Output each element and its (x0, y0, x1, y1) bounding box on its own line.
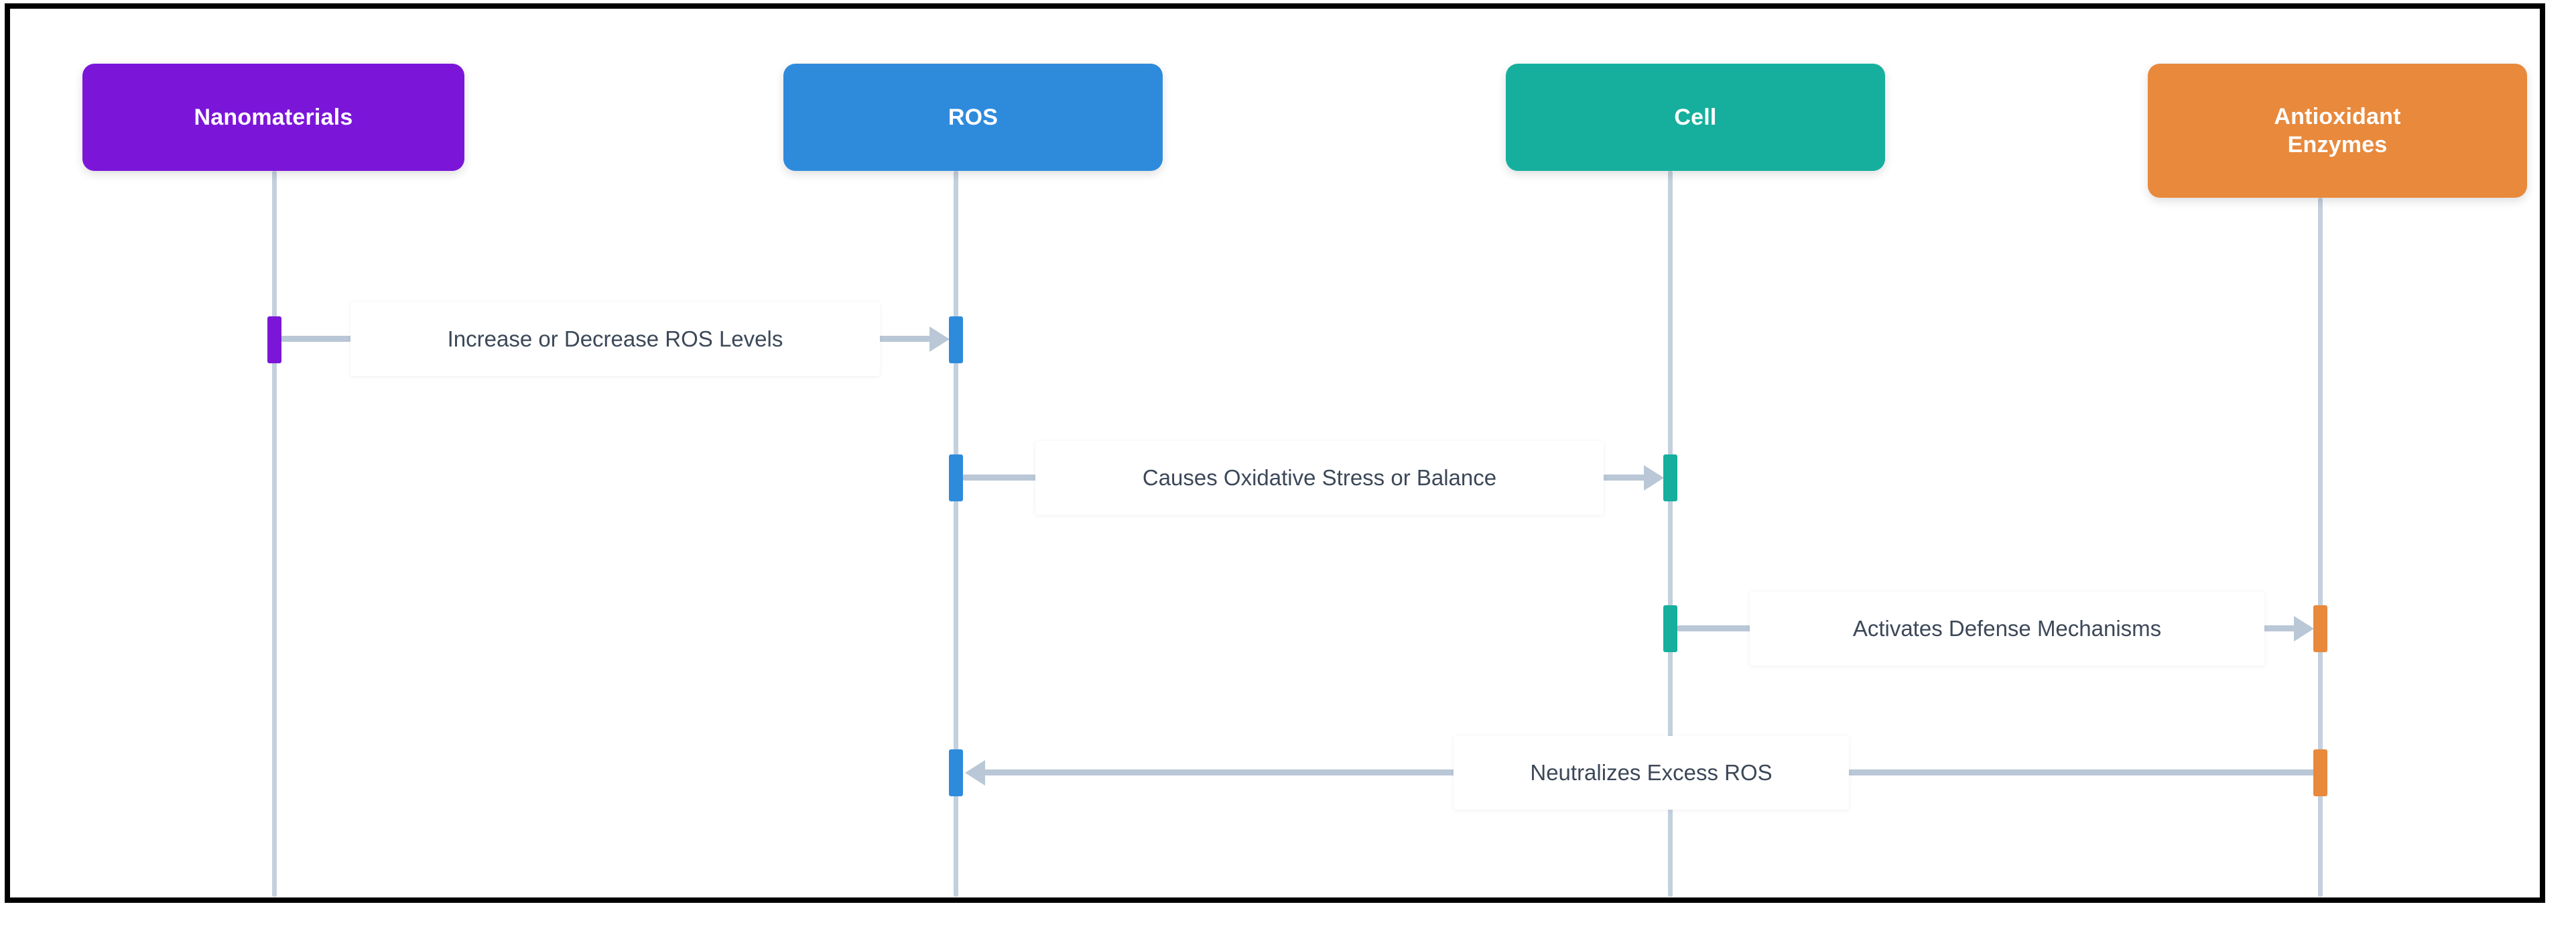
activation-bar-antioxidant-enzymes-1 (2313, 605, 2327, 652)
participant-cell[interactable]: Cell (1506, 64, 1885, 171)
message-label-text-3: Activates Defense Mechanisms (1852, 616, 2162, 641)
message-label-2[interactable]: Causes Oxidative Stress or Balance (1035, 441, 1604, 515)
activation-bar-nanomaterials-1 (267, 316, 281, 363)
message-label-text-1: Increase or Decrease ROS Levels (447, 326, 783, 351)
arrow-head-right-icon-1 (929, 326, 950, 352)
participant-label-antioxidant-enzymes-line2: Enzymes (2287, 132, 2388, 158)
participant-label-nanomaterials: Nanomaterials (194, 104, 353, 130)
activation-bar-antioxidant-enzymes-2 (2313, 749, 2327, 796)
message-label-text-2: Causes Oxidative Stress or Balance (1142, 465, 1497, 490)
participant-label-cell: Cell (1674, 104, 1717, 130)
participant-label-ros: ROS (948, 104, 999, 130)
arrow-head-right-icon-3 (2294, 616, 2314, 641)
activation-bar-ros-3 (949, 749, 963, 796)
participant-label-antioxidant-enzymes-line1: Antioxidant (2274, 103, 2401, 129)
arrow-head-left-icon-4 (965, 760, 985, 786)
arrow-head-right-icon-2 (1644, 465, 1664, 491)
message-label-text-4: Neutralizes Excess ROS (1530, 760, 1773, 785)
message-label-3[interactable]: Activates Defense Mechanisms (1750, 592, 2264, 666)
message-label-4[interactable]: Neutralizes Excess ROS (1454, 736, 1849, 810)
activation-bar-cell-1 (1663, 454, 1677, 501)
diagram-frame: Increase or Decrease ROS Levels Causes O… (5, 3, 2545, 903)
message-label-1[interactable]: Increase or Decrease ROS Levels (350, 302, 880, 376)
participant-nanomaterials[interactable]: Nanomaterials (82, 64, 464, 171)
participant-antioxidant-enzymes[interactable]: Antioxidant Enzymes (2148, 64, 2527, 198)
lifeline-cell (1668, 171, 1673, 897)
activation-bar-ros-2 (949, 454, 963, 501)
activation-bar-cell-2 (1663, 605, 1677, 652)
lifeline-antioxidant-enzymes (2318, 198, 2323, 897)
participant-ros[interactable]: ROS (783, 64, 1163, 171)
lifeline-ros (954, 171, 958, 897)
lifeline-nanomaterials (272, 171, 277, 897)
activation-bar-ros-1 (949, 316, 963, 363)
sequence-diagram-canvas: Increase or Decrease ROS Levels Causes O… (10, 9, 2540, 897)
